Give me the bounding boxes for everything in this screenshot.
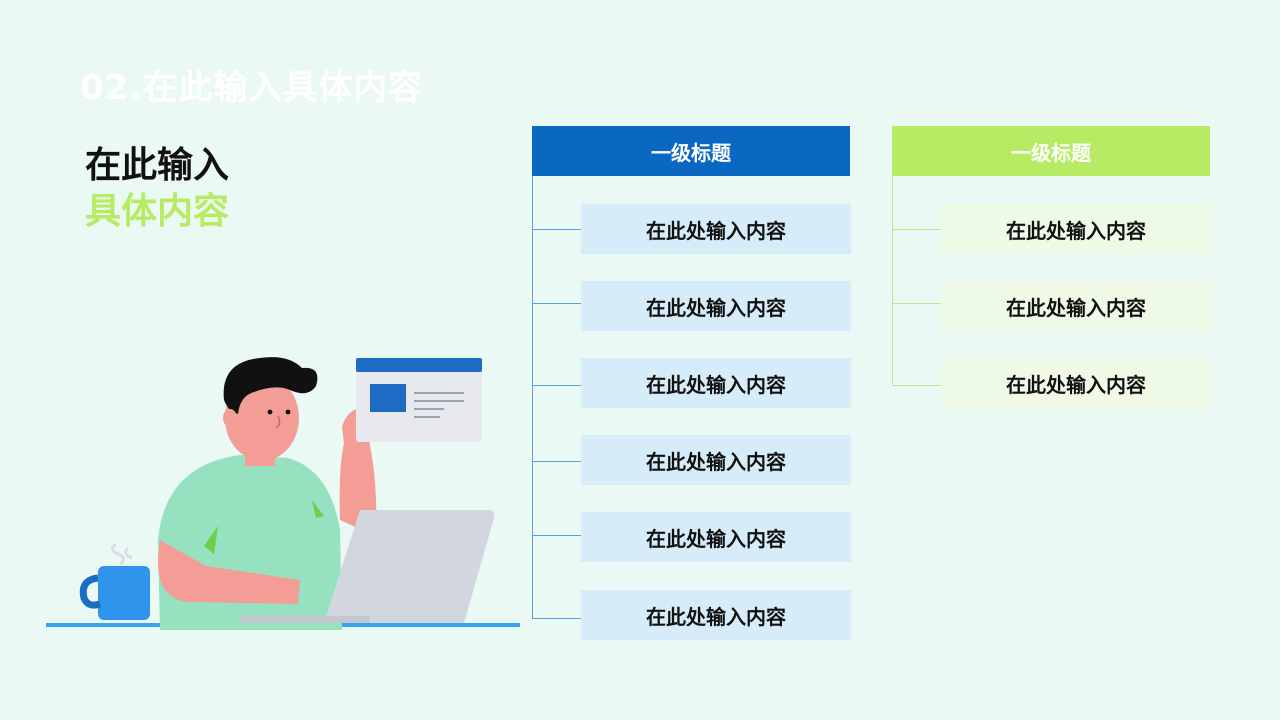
heading-line-1: 在此输入 (85, 145, 230, 186)
tree-branch-line (532, 535, 581, 536)
column-header: 一级标题 (532, 126, 850, 176)
tree-item: 在此处输入内容 (941, 281, 1211, 331)
tree-item: 在此处输入内容 (941, 358, 1211, 408)
tree-trunk-line (532, 176, 533, 618)
slide-title: 02.在此输入具体内容 (80, 68, 424, 108)
tree-branch-line (892, 385, 941, 386)
tree-item: 在此处输入内容 (581, 281, 851, 331)
tree-branch-line (892, 229, 941, 230)
tree-item: 在此处输入内容 (581, 512, 851, 562)
tree-branch-line (532, 461, 581, 462)
person-with-laptop-illustration (40, 340, 530, 644)
tree-branch-line (532, 385, 581, 386)
tree-item: 在此处输入内容 (581, 435, 851, 485)
tree-item: 在此处输入内容 (581, 358, 851, 408)
tree-trunk-line (892, 176, 893, 386)
tree-branch-line (532, 618, 581, 619)
tree-branch-line (892, 303, 941, 304)
tree-item: 在此处输入内容 (581, 590, 851, 640)
tree-item: 在此处输入内容 (581, 204, 851, 254)
tree-item: 在此处输入内容 (941, 204, 1211, 254)
heading-line-2: 具体内容 (85, 191, 230, 232)
tree-branch-line (532, 303, 581, 304)
column-header: 一级标题 (892, 126, 1210, 176)
tree-branch-line (532, 229, 581, 230)
